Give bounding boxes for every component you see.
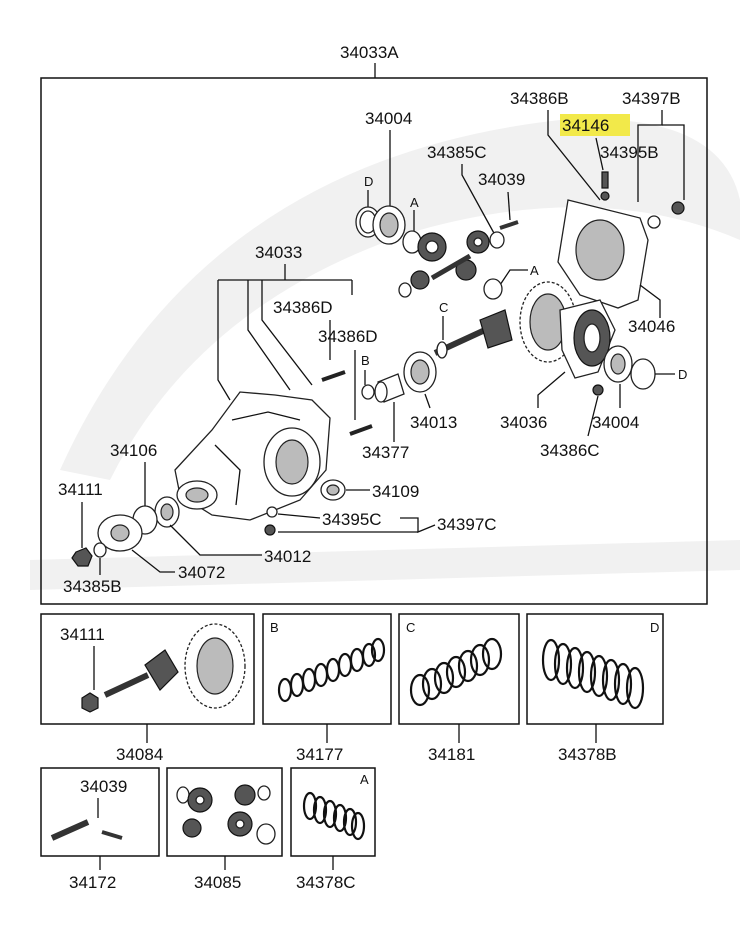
part-label-34004-bottom: 34004 — [592, 413, 639, 432]
part-label-34397c: 34397C — [437, 515, 497, 534]
box-34084-part-label: 34084 — [116, 745, 163, 764]
companion-flange-stack — [71, 496, 180, 567]
part-label-34046: 34046 — [628, 317, 675, 336]
part-label-34385b: 34385B — [63, 577, 122, 596]
bearing-34004-top — [355, 205, 422, 254]
box-34378c-letter: A — [360, 772, 369, 787]
box-34181-part-label: 34181 — [428, 745, 475, 764]
box-34378c-part-label: 34378C — [296, 873, 356, 892]
part-label-34039-top: 34039 — [478, 170, 525, 189]
callout-letter-a-2: A — [530, 263, 539, 278]
part-label-34106: 34106 — [110, 441, 157, 460]
callout-letter-a: A — [410, 195, 419, 210]
part-label-34111: 34111 — [58, 480, 103, 499]
callout-letter-c: C — [439, 300, 448, 315]
main-assembly-label: 34033A — [340, 43, 399, 62]
part-label-34072: 34072 — [178, 563, 225, 582]
part-label-34397b: 34397B — [622, 89, 681, 108]
diff-gear-set-34085 — [176, 784, 276, 845]
main-assembly-frame — [40, 77, 708, 605]
part-label-34033: 34033 — [255, 243, 302, 262]
part-label-34036: 34036 — [500, 413, 547, 432]
box-34378b — [526, 613, 664, 725]
box-34177-letter: B — [270, 620, 279, 635]
box-34378b-letter: D — [650, 620, 659, 635]
rear-cover-34046 — [557, 171, 685, 309]
part-label-34386d-a: 34386D — [273, 298, 333, 317]
bearing-34004-bottom — [603, 345, 656, 390]
part-label-34386b: 34386B — [510, 89, 569, 108]
box-34085-part-label: 34085 — [194, 873, 241, 892]
watermark-graphic — [30, 119, 740, 590]
shim-set-34378c — [302, 791, 366, 841]
part-label-34377: 34377 — [362, 443, 409, 462]
collapsible-spacer-34377 — [374, 373, 405, 403]
pinion-shaft-34172 — [50, 819, 123, 841]
part-label-34386d-b: 34386D — [318, 327, 378, 346]
callout-letter-d-2: D — [678, 367, 687, 382]
part-label-34004-top: 34004 — [365, 109, 412, 128]
part-label-34146: 34146 — [562, 116, 609, 135]
box-34172-inner-label: 34039 — [80, 777, 127, 796]
part-label-34109: 34109 — [372, 482, 419, 501]
box-34172-part-label: 34172 — [69, 873, 116, 892]
seal-34109 — [320, 479, 346, 501]
differential-carrier-34033 — [174, 391, 331, 521]
part-label-34386c: 34386C — [540, 441, 600, 460]
drive-pinion-shaft — [433, 309, 513, 359]
pinion-gear-cluster — [398, 220, 519, 298]
box-34177-part-label: 34177 — [296, 745, 343, 764]
part-label-34012: 34012 — [264, 547, 311, 566]
box-34378b-part-label: 34378B — [558, 745, 617, 764]
part-label-34385c: 34385C — [427, 143, 487, 162]
ring-and-pinion-34084 — [81, 623, 246, 713]
highlight-marker — [560, 114, 630, 136]
callout-letter-b: B — [361, 353, 370, 368]
part-label-34395b: 34395B — [600, 143, 659, 162]
ring-gear-and-case-34036 — [519, 281, 616, 379]
bolt-set — [321, 370, 373, 436]
callout-letter-d: D — [364, 174, 373, 189]
box-34181-letter: C — [406, 620, 415, 635]
part-label-34395c: 34395C — [322, 510, 382, 529]
shim-set-34181 — [409, 637, 503, 707]
bearing-34013 — [403, 351, 437, 393]
shim-set-34378b — [541, 638, 645, 710]
box-34084-inner-label: 34111 — [60, 625, 105, 644]
part-label-34013: 34013 — [410, 413, 457, 432]
shim-set-34177 — [277, 637, 386, 703]
